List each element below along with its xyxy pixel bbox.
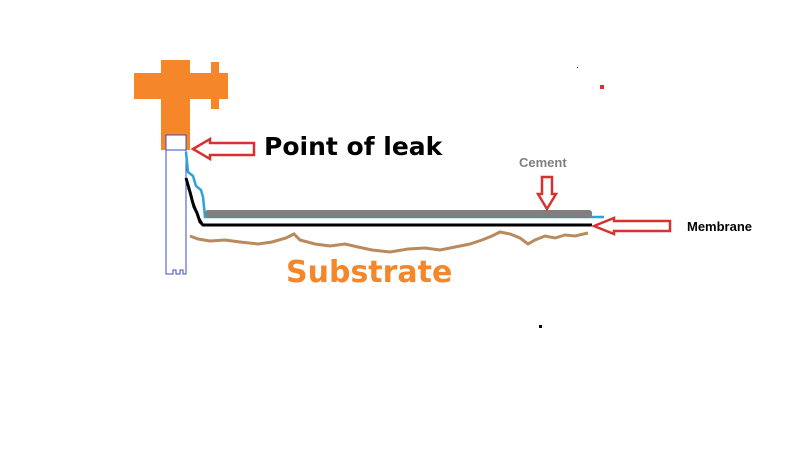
cement-arrow bbox=[535, 175, 559, 212]
substrate-line bbox=[189, 230, 589, 254]
vertical-pipe bbox=[165, 134, 187, 275]
black-speck-bottom bbox=[539, 325, 542, 328]
leak-arrow bbox=[190, 136, 256, 162]
black-speck-top bbox=[577, 67, 578, 68]
substrate-label: Substrate bbox=[286, 255, 453, 290]
membrane-base-step bbox=[187, 187, 203, 224]
cement-label: Cement bbox=[519, 155, 567, 170]
red-speck bbox=[600, 85, 604, 89]
pipe-fitting bbox=[134, 60, 228, 150]
point-of-leak-label: Point of leak bbox=[264, 132, 443, 161]
cement-layer bbox=[205, 210, 592, 218]
membrane-arrow bbox=[590, 216, 672, 236]
membrane-label: Membrane bbox=[687, 219, 753, 234]
